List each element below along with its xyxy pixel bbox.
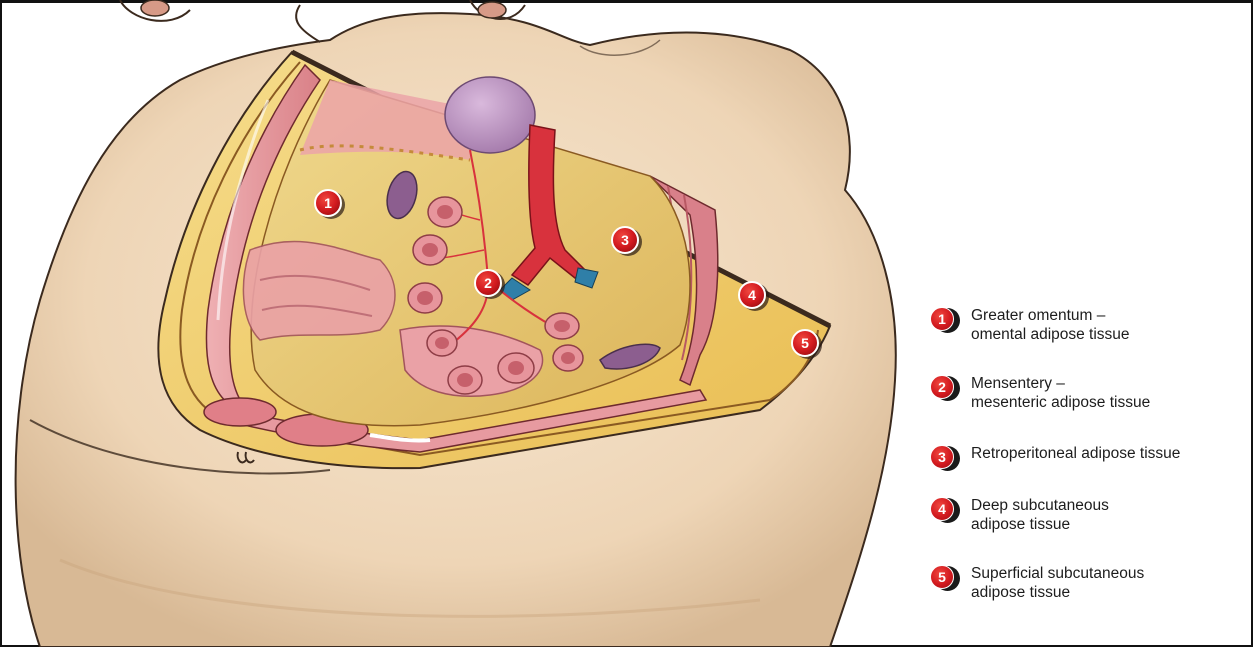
number-marker-icon: 2: [929, 374, 963, 404]
legend-label-line: mesenteric adipose tissue: [971, 393, 1150, 412]
legend-label-line: Superficial subcutaneous: [971, 564, 1144, 583]
number-marker-icon: 3: [929, 444, 963, 474]
legend-label-line: Mensentery –: [971, 374, 1150, 393]
marker-number: 5: [930, 565, 954, 589]
legend-label-line: Retroperitoneal adipose tissue: [971, 444, 1180, 463]
legend-label: Mensentery –mesenteric adipose tissue: [971, 374, 1150, 412]
legend-label-line: adipose tissue: [971, 515, 1109, 534]
legend-item: 1 Greater omentum –omental adipose tissue: [929, 306, 1130, 344]
callout-number: 5: [801, 335, 809, 351]
marker-number: 2: [930, 375, 954, 399]
callout-number: 1: [324, 195, 332, 211]
legend-label: Retroperitoneal adipose tissue: [971, 444, 1180, 463]
number-marker-icon: 4: [929, 496, 963, 526]
legend-label-line: adipose tissue: [971, 583, 1144, 602]
callout-number: 2: [484, 275, 492, 291]
marker-number: 4: [930, 497, 954, 521]
legend-label-line: Greater omentum –: [971, 306, 1130, 325]
number-marker-icon: 1: [929, 306, 963, 336]
number-marker-icon: 5: [929, 564, 963, 594]
legend-label-line: omental adipose tissue: [971, 325, 1130, 344]
legend-item: 3 Retroperitoneal adipose tissue: [929, 444, 1180, 474]
marker-number: 3: [930, 445, 954, 469]
legend-label-line: Deep subcutaneous: [971, 496, 1109, 515]
marker-number: 1: [930, 307, 954, 331]
callout-number: 4: [748, 287, 756, 303]
legend-item: 2 Mensentery –mesenteric adipose tissue: [929, 374, 1150, 412]
callout-number: 3: [621, 232, 629, 248]
legend-label: Greater omentum –omental adipose tissue: [971, 306, 1130, 344]
